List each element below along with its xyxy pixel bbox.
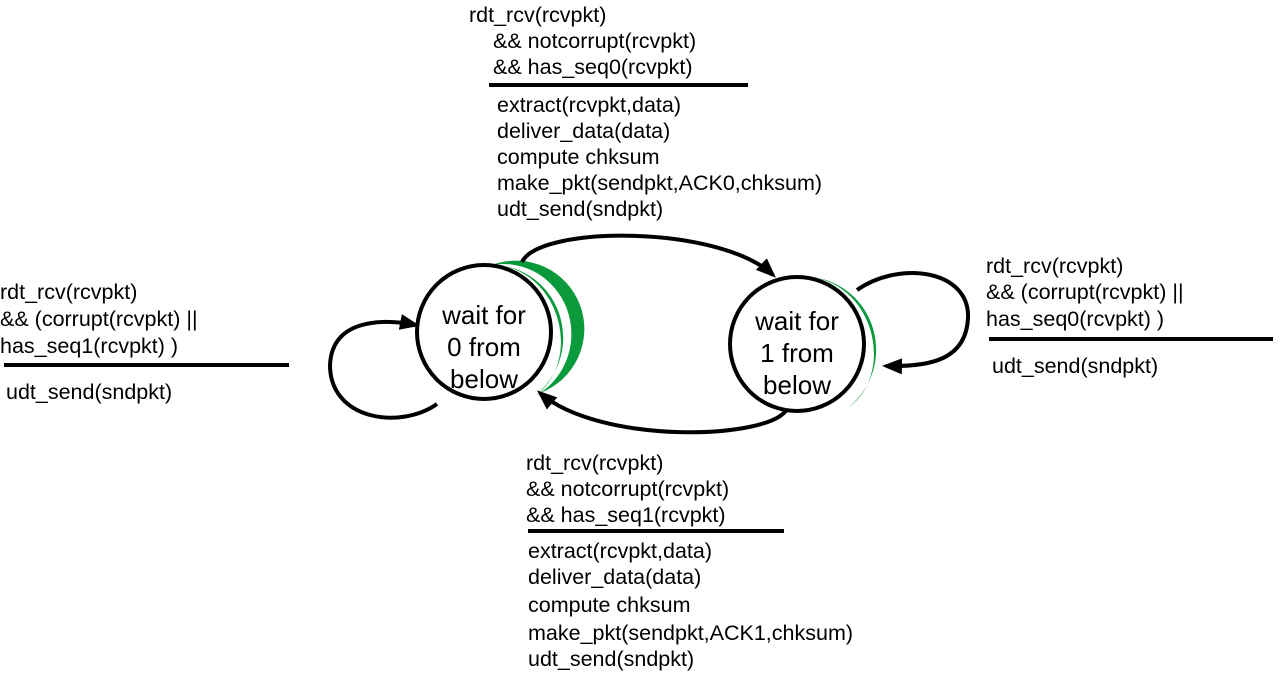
action-line: extract(rcvpkt,data) — [528, 539, 712, 563]
self-loop-arrow-state-0 — [327, 314, 439, 420]
state-label-line: 1 from — [760, 338, 834, 368]
event-line: && (corrupt(rcvpkt) || — [986, 280, 1184, 304]
action-line: make_pkt(sendpkt,ACK1,chksum) — [528, 621, 853, 645]
event-line: && notcorrupt(rcvpkt) — [526, 477, 729, 501]
event-line: && notcorrupt(rcvpkt) — [493, 29, 696, 53]
action-line: compute chksum — [528, 593, 691, 617]
event-line: rdt_rcv(rcvpkt) — [469, 3, 606, 27]
action-line: make_pkt(sendpkt,ACK0,chksum) — [497, 171, 822, 195]
action-line: deliver_data(data) — [497, 119, 670, 143]
event-line: has_seq0(rcvpkt) ) — [986, 307, 1164, 331]
state-wait-for-1: wait for 1 from below — [728, 275, 877, 413]
action-line: udt_send(sndpkt) — [6, 380, 172, 404]
action-line: compute chksum — [497, 145, 660, 169]
state-wait-for-0: wait for 0 from below — [415, 260, 585, 401]
transition-label-right: rdt_rcv(rcvpkt) && (corrupt(rcvpkt) || h… — [986, 254, 1273, 378]
action-line: udt_send(sndpkt) — [528, 647, 694, 671]
state-label-line: 0 from — [447, 332, 521, 362]
event-line: rdt_rcv(rcvpkt) — [986, 254, 1123, 278]
event-line: && (corrupt(rcvpkt) || — [0, 307, 198, 331]
transition-label-left: rdt_rcv(rcvpkt) && (corrupt(rcvpkt) || h… — [0, 280, 289, 404]
state-shadow — [492, 260, 585, 393]
event-line: && has_seq1(rcvpkt) — [526, 503, 726, 527]
action-line: udt_send(sndpkt) — [497, 197, 663, 221]
action-line: deliver_data(data) — [528, 565, 701, 589]
event-line: rdt_rcv(rcvpkt) — [0, 280, 137, 304]
transition-label-bottom: rdt_rcv(rcvpkt) && notcorrupt(rcvpkt) &&… — [526, 451, 853, 671]
event-line: has_seq1(rcvpkt) ) — [0, 334, 178, 358]
state-label-line: wait for — [441, 300, 526, 330]
transition-arrow-1-to-0 — [536, 390, 789, 435]
event-line: && has_seq0(rcvpkt) — [493, 55, 693, 79]
transition-arrow-0-to-1 — [520, 233, 776, 278]
state-label-line: below — [450, 364, 518, 394]
state-label-line: below — [763, 370, 831, 400]
transition-label-top: rdt_rcv(rcvpkt) && notcorrupt(rcvpkt) &&… — [469, 3, 822, 221]
event-line: rdt_rcv(rcvpkt) — [526, 451, 663, 475]
action-line: extract(rcvpkt,data) — [497, 93, 681, 117]
self-loop-arrow-state-1 — [855, 271, 971, 375]
state-label-line: wait for — [754, 306, 839, 336]
action-line: udt_send(sndpkt) — [992, 354, 1158, 378]
